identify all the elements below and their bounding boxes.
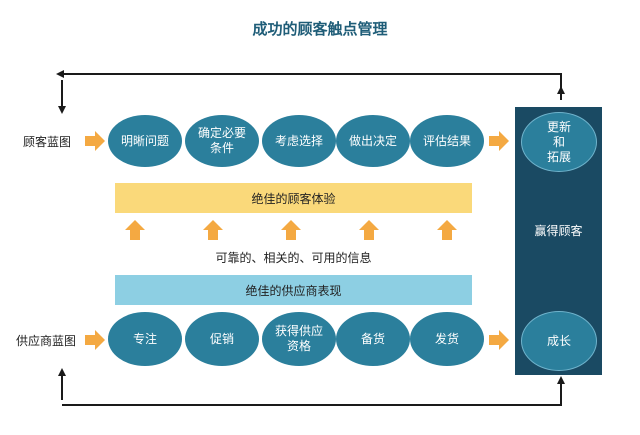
info-label: 可靠的、相关的、可用的信息 (215, 251, 372, 265)
supplier-step-3: 获得供应 资格 (262, 312, 336, 366)
supplier-step-5: 发货 (410, 312, 484, 366)
customer-to-side-arrow (489, 131, 509, 151)
supplier-step-1: 专注 (108, 312, 182, 366)
top-loop-line (56, 70, 562, 100)
customer-step-5: 评估结果 (410, 115, 484, 167)
up-arrow-2 (203, 220, 223, 240)
supplier-performance-bar: 绝佳的供应商表现 (115, 275, 472, 305)
up-arrow-3 (281, 220, 301, 240)
up-arrow-5 (437, 220, 457, 240)
growth-ellipse: 成长 (521, 311, 597, 371)
customer-step-1: 明晰问题 (108, 115, 182, 167)
customer-step-2: 确定必要 条件 (185, 115, 259, 167)
customer-step-3: 考虑选择 (262, 115, 336, 167)
supplier-label-arrow (85, 330, 105, 350)
supplier-to-side-arrow (489, 330, 509, 350)
up-arrow-1 (125, 220, 145, 240)
customer-label-arrow (85, 131, 105, 151)
bottom-loop-line (62, 376, 565, 406)
supplier-step-4: 备货 (336, 312, 410, 366)
win-customer-label: 赢得顾客 (534, 224, 583, 238)
customer-blueprint-label: 顾客蓝图 (23, 135, 72, 149)
customer-experience-bar: 绝佳的顾客体验 (115, 183, 472, 213)
page-title: 成功的顾客触点管理 (252, 20, 388, 38)
customer-step-4: 做出决定 (336, 115, 410, 167)
renew-expand-ellipse: 更新 和 拓展 (521, 112, 597, 172)
supplier-blueprint-label: 供应商蓝图 (16, 334, 77, 348)
supplier-step-2: 促销 (185, 312, 259, 366)
up-arrow-4 (359, 220, 379, 240)
